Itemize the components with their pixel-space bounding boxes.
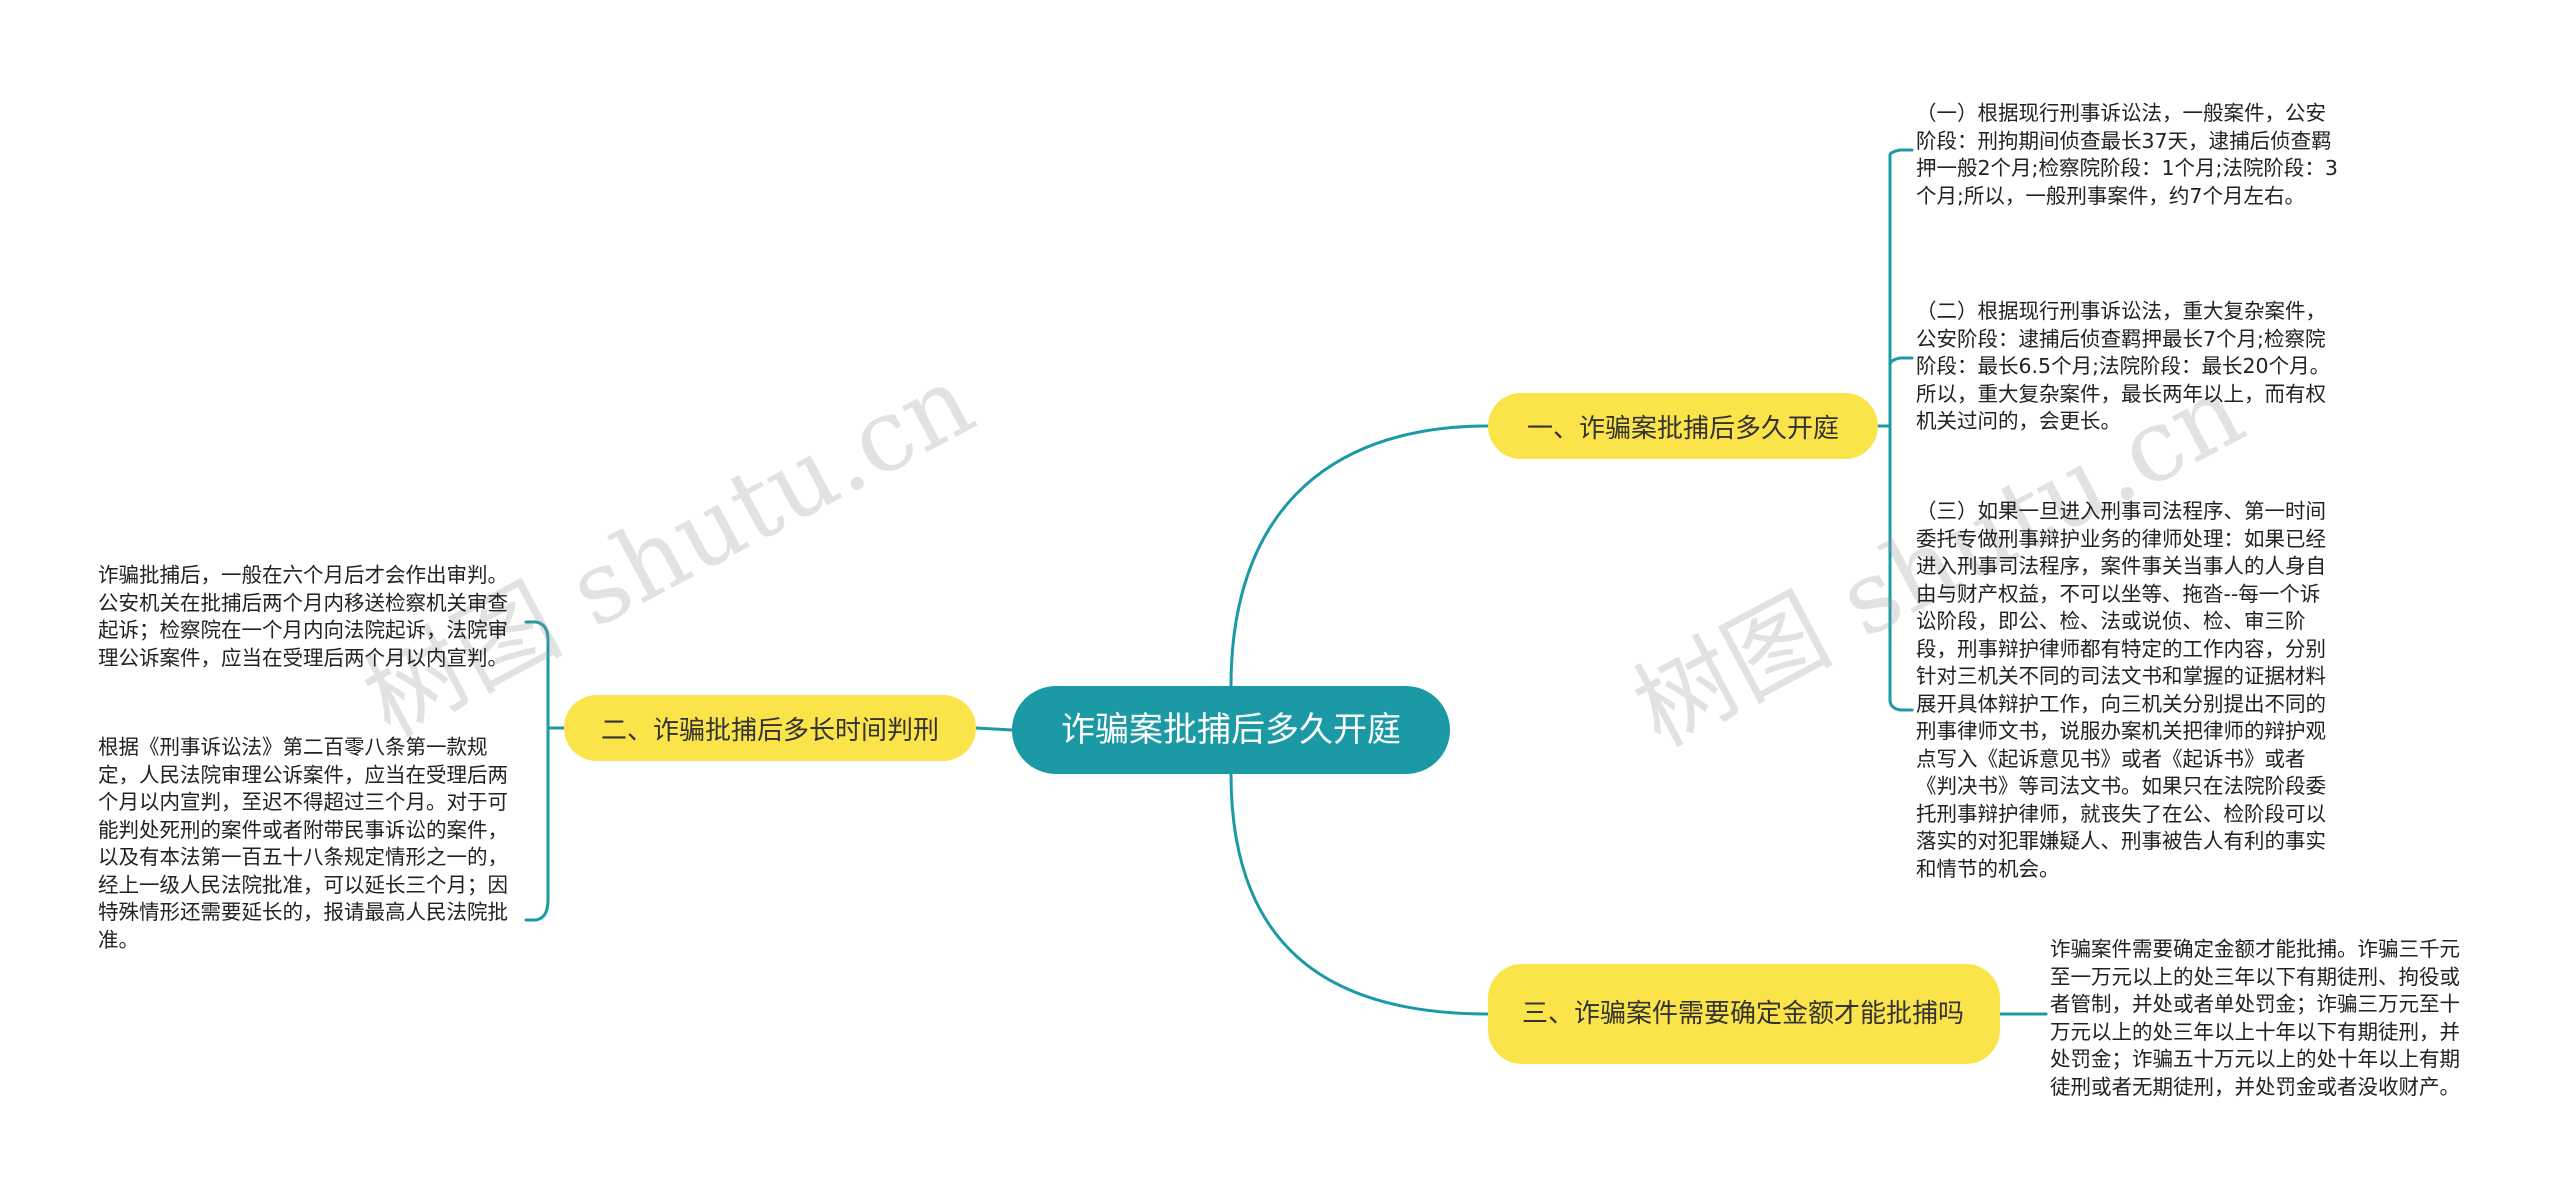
connector-root-branch1 <box>1229 424 1490 688</box>
connector-branch2-leaves <box>524 620 566 922</box>
branch-node-3[interactable]: 三、诈骗案件需要确定金额才能批捕吗 <box>1488 964 2000 1064</box>
leaf-text-3-1: 诈骗案件需要确定金额才能批捕。诈骗三千元至一万元以上的处三年以下有期徒刑、拘役或… <box>2050 937 2460 1099</box>
branch-node-1[interactable]: 一、诈骗案批捕后多久开庭 <box>1488 393 1878 459</box>
root-node[interactable]: 诈骗案批捕后多久开庭 <box>1012 686 1450 774</box>
leaf-text-1-1: （一）根据现行刑事诉讼法，一般案件，公安阶段：刑拘期间侦查最长37天，逮捕后侦查… <box>1916 101 2338 208</box>
branch-node-2[interactable]: 二、诈骗批捕后多长时间判刑 <box>564 695 976 761</box>
leaf-text-1-3: （三）如果一旦进入刑事司法程序、第一时间委托专做刑事辩护业务的律师处理：如果已经… <box>1916 499 2326 881</box>
leaf-text-2-1: 诈骗批捕后，一般在六个月后才会作出审判。公安机关在批捕后两个月内移送检察机关审查… <box>98 563 508 670</box>
connector-branch1-leaves <box>1876 148 1914 712</box>
branch-node-2-label: 二、诈骗批捕后多长时间判刑 <box>600 715 939 746</box>
connector-root-branch2 <box>974 726 1014 732</box>
connector-root-branch3 <box>1229 772 1490 1016</box>
branch-node-3-label: 三、诈骗案件需要确定金额才能批捕吗 <box>1522 999 1965 1029</box>
leaf-text-2-2: 根据《刑事诉讼法》第二百零八条第一款规定，人民法院审理公诉案件，应当在受理后两个… <box>98 735 508 952</box>
leaf-text-1-2: （二）根据现行刑事诉讼法，重大复杂案件，公安阶段：逮捕后侦查羁押最长7个月;检察… <box>1916 299 2331 433</box>
branch-node-1-label: 一、诈骗案批捕后多久开庭 <box>1526 413 1839 444</box>
